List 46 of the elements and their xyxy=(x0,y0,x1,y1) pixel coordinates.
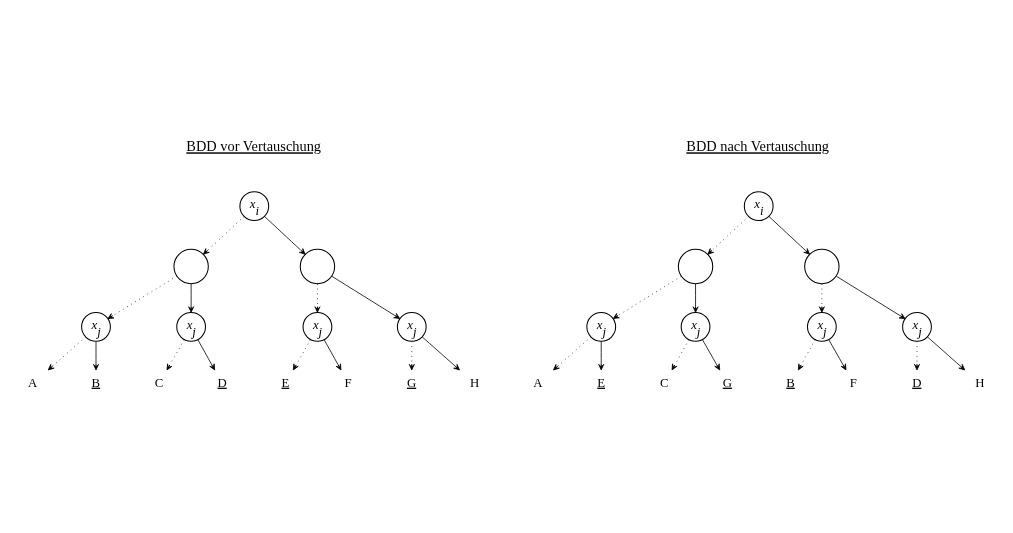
arrow xyxy=(914,341,920,371)
arrow xyxy=(828,339,847,371)
arrow xyxy=(47,336,86,371)
node-text: G xyxy=(722,375,732,390)
arrow xyxy=(203,216,245,255)
node-text: A xyxy=(533,376,543,391)
arrow xyxy=(292,339,311,371)
arrow xyxy=(692,283,699,313)
arrow xyxy=(323,339,342,371)
arrow xyxy=(612,275,682,319)
arrow xyxy=(314,283,321,313)
node-text: E xyxy=(597,375,606,390)
node-text: F xyxy=(344,376,352,391)
arrow xyxy=(408,341,415,371)
node-text: H xyxy=(470,376,480,391)
arrow xyxy=(927,336,966,371)
label: BDD nach Vertauschung xyxy=(686,138,830,155)
node-text: C xyxy=(154,376,164,391)
node-text: D xyxy=(217,375,227,390)
node-text: E xyxy=(281,375,290,390)
node-text: H xyxy=(975,376,985,391)
arrow xyxy=(331,275,401,319)
node-text: G xyxy=(406,375,417,390)
label: BDD vor Vertauschung xyxy=(186,138,322,155)
arrow xyxy=(197,339,216,371)
node-text: B xyxy=(91,375,101,390)
arrow xyxy=(264,216,306,255)
node-text: B xyxy=(786,375,795,390)
node-text: F xyxy=(849,376,857,391)
arrow xyxy=(107,275,178,320)
arrow xyxy=(166,339,185,371)
arrow xyxy=(188,283,195,313)
node-text: C xyxy=(659,376,669,391)
arrow xyxy=(671,339,690,371)
node-text: D xyxy=(912,375,922,390)
arrow xyxy=(768,216,810,255)
arrow xyxy=(707,216,749,255)
arrow xyxy=(93,341,99,371)
arrow xyxy=(702,339,721,371)
arrow xyxy=(421,336,460,371)
arrow xyxy=(835,275,906,320)
arrow xyxy=(797,339,816,371)
arrow xyxy=(598,341,605,371)
arrow xyxy=(553,336,592,371)
node-text: A xyxy=(28,376,38,391)
arrow xyxy=(818,283,825,313)
